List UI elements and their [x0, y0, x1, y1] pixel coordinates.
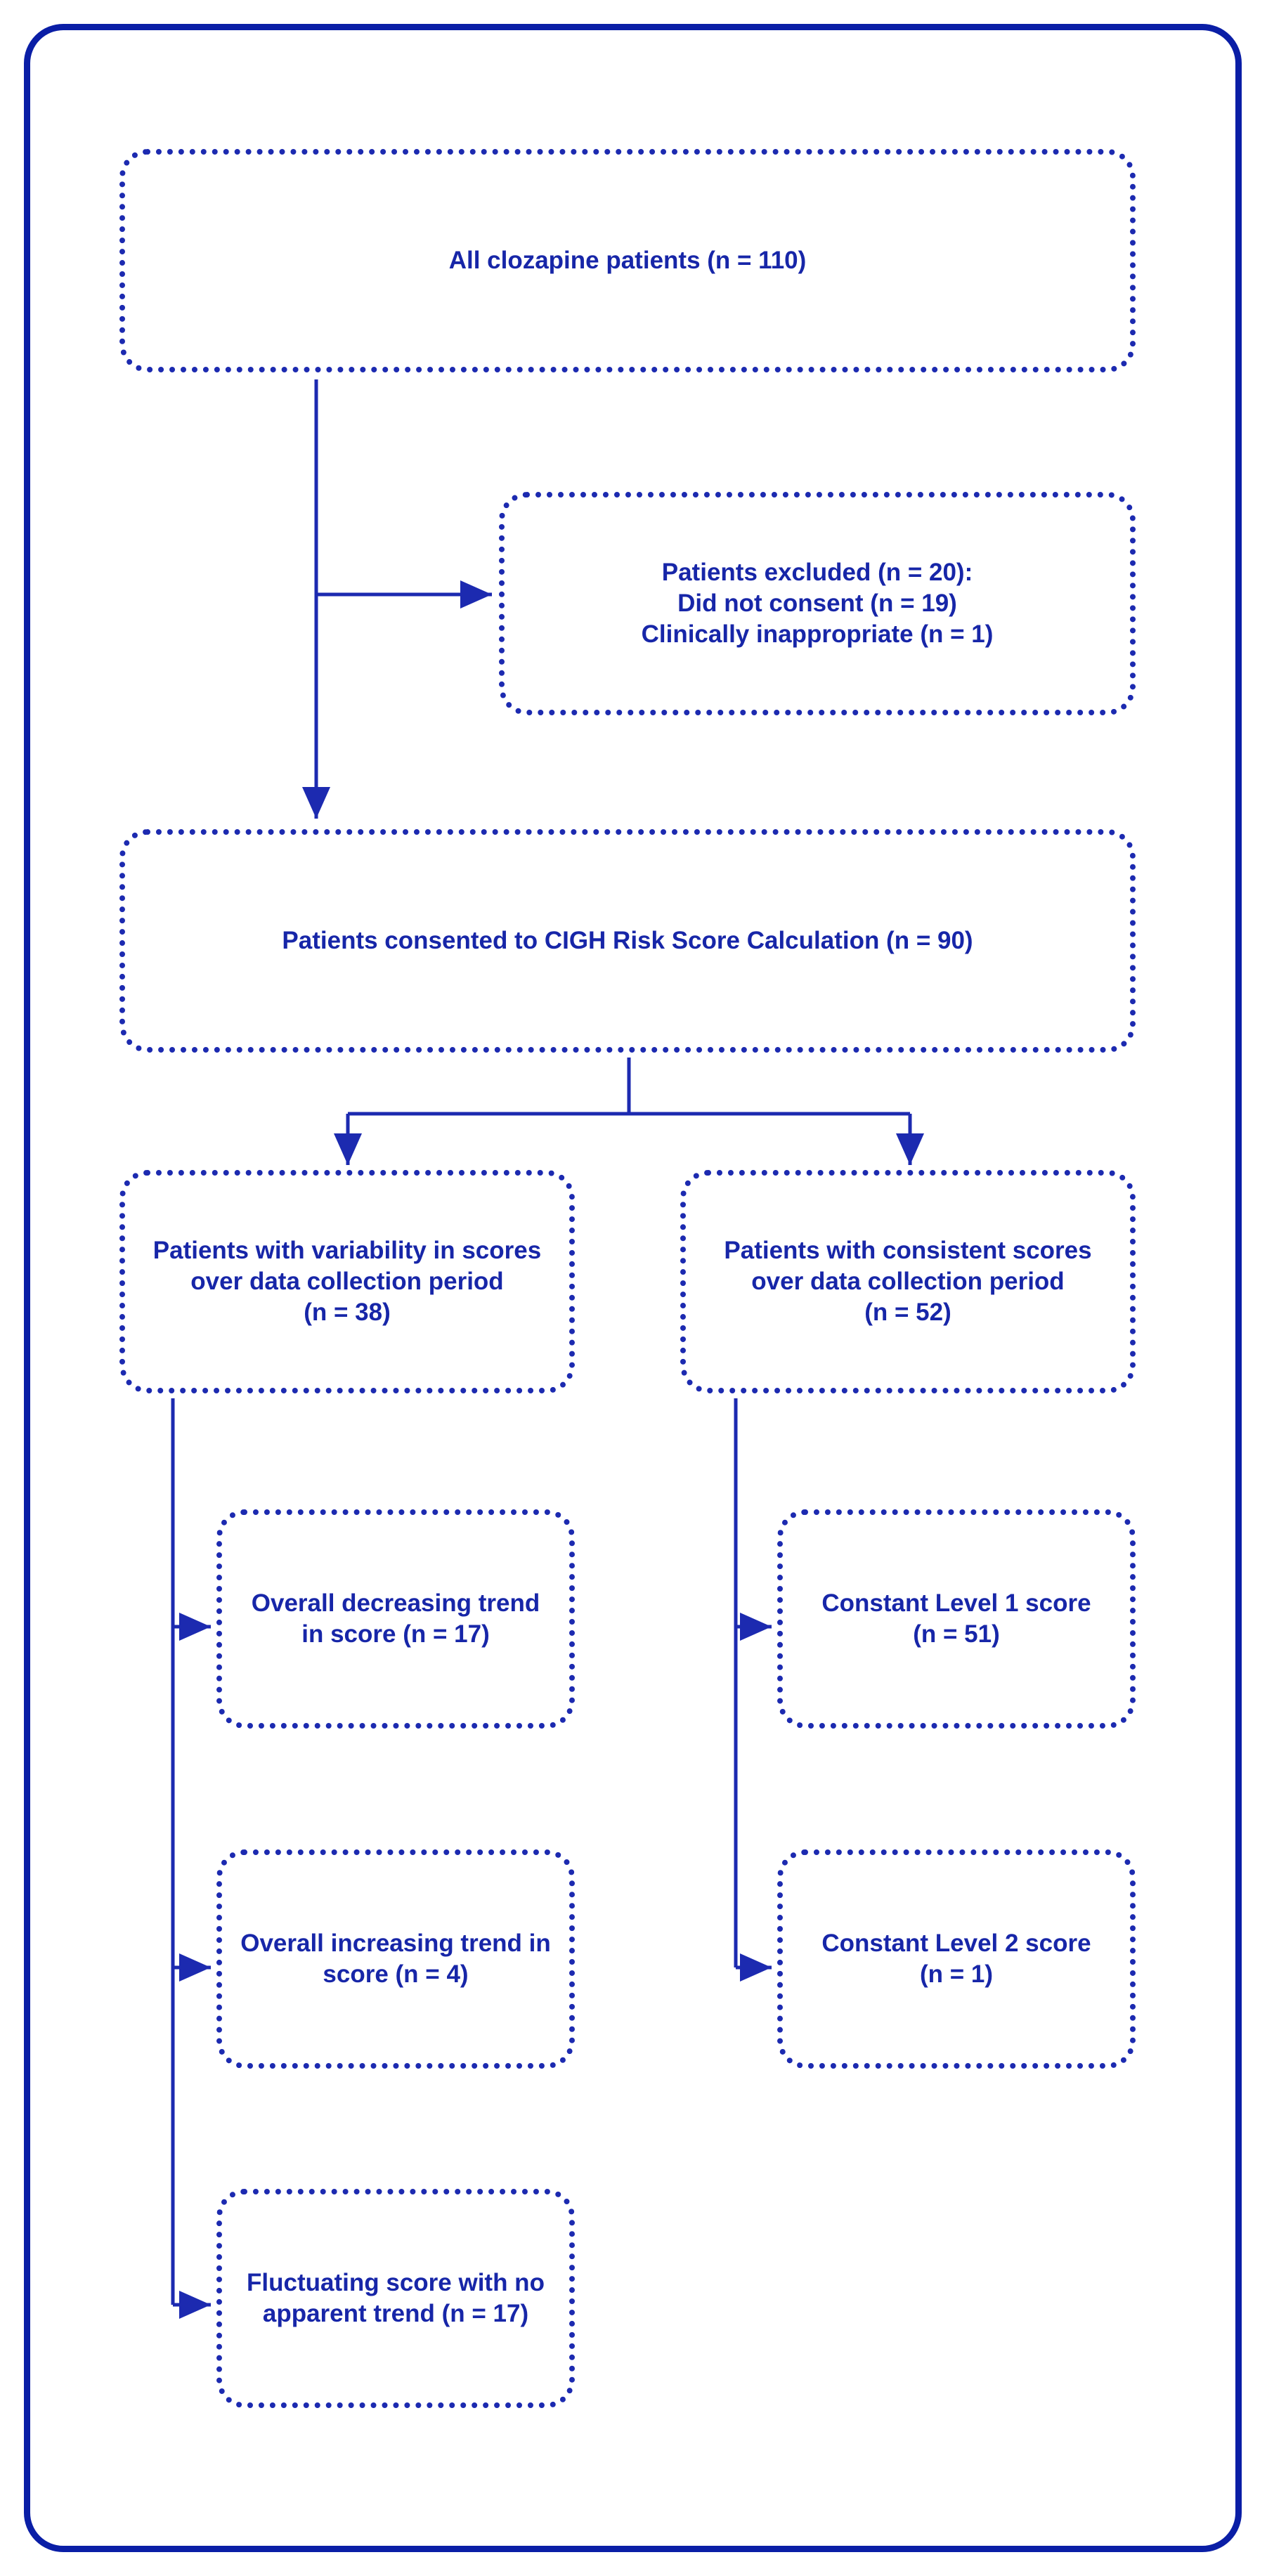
fluctuating-box: Fluctuating score with no apparent trend…: [216, 2189, 575, 2408]
diagram-frame: [24, 24, 1242, 2552]
box-text-line: (n = 52): [864, 1299, 951, 1326]
box-text-line: Clinically inappropriate (n = 1): [641, 620, 994, 648]
excluded-box: Patients excluded (n = 20): Did not cons…: [499, 492, 1136, 715]
box-text-line: in score (n = 17): [301, 1620, 490, 1648]
box-text-line: Overall increasing trend in: [240, 1930, 551, 1957]
box-text-line: Patients consented to CIGH Risk Score Ca…: [282, 927, 973, 954]
box-text-line: Constant Level 2 score: [821, 1930, 1091, 1957]
box-text-line: Patients excluded (n = 20):: [661, 559, 973, 586]
box-text-line: (n = 51): [913, 1620, 1000, 1648]
consistent-box: Patients with consistent scores over dat…: [680, 1170, 1136, 1393]
box-text-line: (n = 1): [919, 1960, 994, 1988]
box-text-line: apparent trend (n = 17): [262, 2300, 529, 2327]
box-text-line: Constant Level 1 score: [821, 1589, 1091, 1617]
box-text-line: (n = 38): [304, 1299, 391, 1326]
box-text-line: Patients with consistent scores: [724, 1237, 1092, 1264]
variability-box: Patients with variability in scores over…: [119, 1170, 575, 1393]
all-patients-box: All clozapine patients (n = 110): [119, 149, 1136, 372]
box-text-line: Overall decreasing trend: [251, 1589, 540, 1617]
increasing-trend-box: Overall increasing trend in score (n = 4…: [216, 1849, 575, 2069]
box-text-line: over data collection period: [751, 1268, 1065, 1295]
box-text-line: Patients with variability in scores: [152, 1237, 542, 1264]
box-text-line: score (n = 4): [323, 1960, 469, 1988]
box-text-line: over data collection period: [190, 1268, 504, 1295]
box-text-line: All clozapine patients (n = 110): [448, 247, 807, 274]
box-text-line: Did not consent (n = 19): [677, 590, 957, 617]
box-text-line: Fluctuating score with no: [247, 2269, 545, 2296]
level1-box: Constant Level 1 score (n = 51): [777, 1509, 1136, 1729]
consented-box: Patients consented to CIGH Risk Score Ca…: [119, 829, 1136, 1053]
level2-box: Constant Level 2 score (n = 1): [777, 1849, 1136, 2069]
decreasing-trend-box: Overall decreasing trend in score (n = 1…: [216, 1509, 575, 1729]
